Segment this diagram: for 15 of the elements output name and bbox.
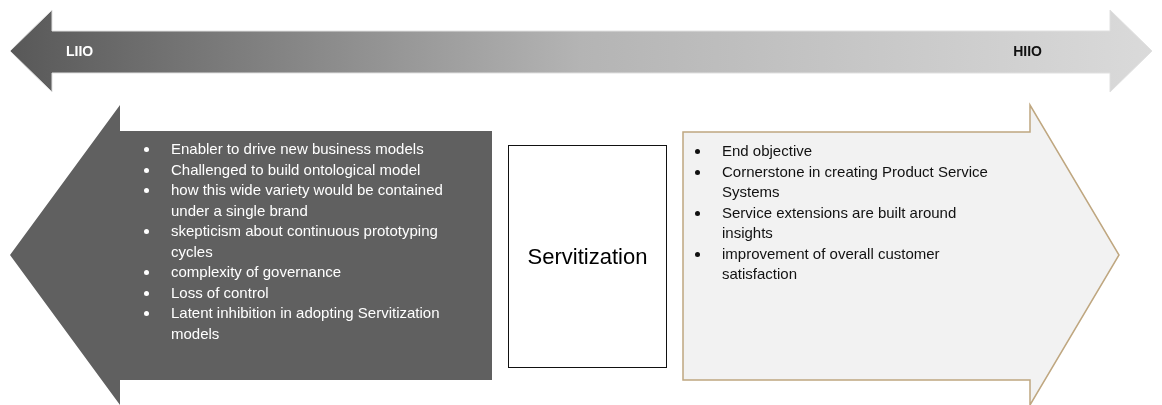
concept-box <box>508 145 667 368</box>
bullet-text: Challenged to build ontological model <box>171 160 421 178</box>
left-arrow-shape <box>10 105 492 405</box>
bullet-text: improvement of overall customer satisfaction <box>722 244 940 282</box>
bullet-text: Enabler to drive new business models <box>171 140 424 157</box>
bullet-text: Loss of control <box>171 283 269 301</box>
bullet-text: Cornerstone in creating Product Service Systems <box>722 162 988 200</box>
bullet-text: End objective <box>722 142 813 159</box>
bullet-text: complexity of governance <box>171 263 342 280</box>
double-arrow-band <box>10 10 1152 92</box>
scale-end-label: HIIO <box>1013 42 1042 61</box>
right-arrow-shape <box>683 105 1119 405</box>
scale-end-label: LIIO <box>66 42 94 61</box>
bullet-text: Latent inhibition in adopting Servitization models <box>171 304 440 342</box>
concept-label: Servitization <box>527 243 648 270</box>
